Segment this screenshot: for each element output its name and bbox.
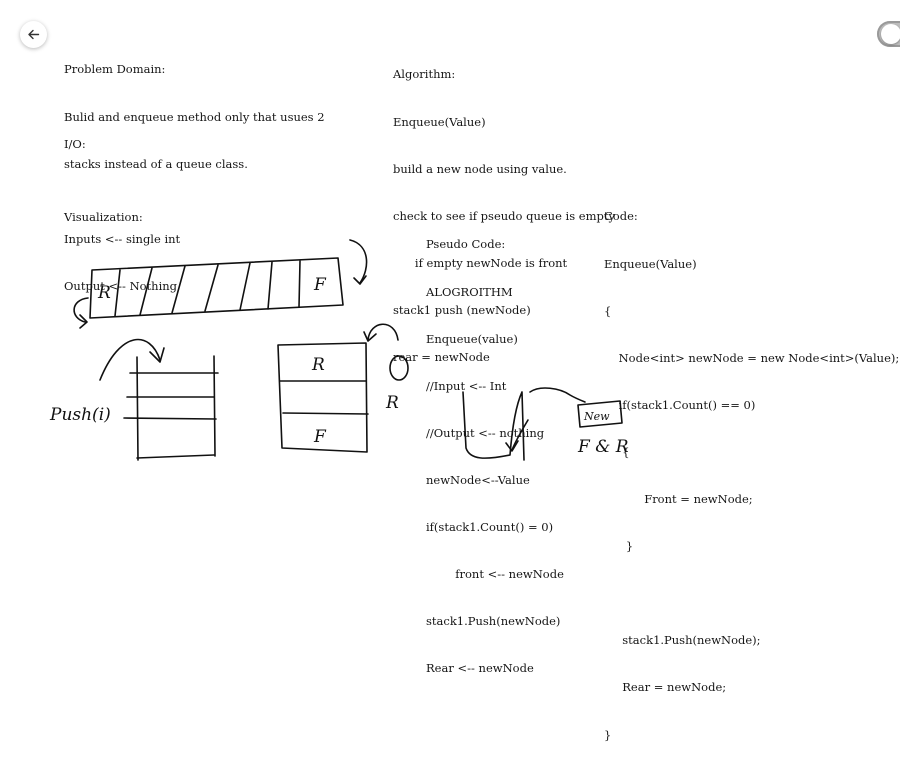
code-line: Node<int> newNode = new Node<int>(Value)…	[604, 350, 900, 365]
algorithm-block: Algorithm: Enqueue(Value) build a new no…	[393, 36, 615, 381]
pseudo-code-line: stack1.Push(newNode)	[426, 614, 561, 629]
toggle-switch[interactable]	[877, 21, 900, 47]
pseudo-code-line: Pseudo Code:	[426, 237, 506, 252]
pseudo-code-line: //Output <-- nothing	[426, 425, 545, 440]
code-line: if(stack1.Count() == 0)	[604, 397, 756, 412]
code-line	[604, 586, 899, 602]
code-line: {	[604, 444, 630, 459]
pseudo-code-line: front <-- newNode	[426, 567, 564, 582]
algorithm-line: Algorithm:	[393, 67, 456, 82]
algorithm-line: Enqueue(Value)	[393, 114, 486, 129]
arrow-left-icon	[28, 29, 40, 40]
queue-diagram: R F	[73, 239, 368, 329]
problem-domain-line: Bulid and enqueue method only that usues…	[64, 109, 325, 124]
code-line: Code:	[604, 209, 638, 224]
problem-domain-block: Problem Domain: Bulid and enqueue method…	[64, 31, 325, 188]
push-label: Push(i)	[49, 405, 111, 425]
stack-one-diagram: Push(i)	[49, 338, 219, 461]
pseudo-code-line: Enqueue(value)	[426, 331, 518, 346]
queue-front-label: R	[97, 283, 111, 303]
code-line: Front = newNode;	[604, 492, 753, 507]
code-line: Enqueue(Value)	[604, 256, 697, 271]
side-label: R	[385, 393, 399, 413]
pseudo-code-line: Rear <-- newNode	[426, 661, 534, 676]
io-output: Output <-- Nothing	[64, 278, 178, 293]
io-block: I/O: Inputs <-- single int Output <-- No…	[64, 106, 180, 310]
pseudo-code-line: newNode<--Value	[426, 472, 530, 487]
algorithm-line: build a new node using value.	[393, 161, 567, 176]
pseudo-code-line: if(stack1.Count() = 0)	[426, 520, 554, 535]
pseudo-code-line: ALOGROITHM	[426, 284, 513, 299]
code-line: }	[604, 539, 634, 554]
io-inputs: Inputs <-- single int	[64, 231, 181, 246]
code-line: Rear = newNode;	[604, 680, 727, 695]
algorithm-line: check to see if pseudo queue is empty	[393, 208, 615, 223]
node-label: New	[583, 410, 610, 423]
node-diagram: New F & R	[462, 387, 629, 461]
stack-bottom-label: F	[313, 427, 327, 447]
visualization-heading: Visualization:	[64, 210, 143, 224]
algorithm-line: stack1 push (newNode)	[393, 302, 531, 317]
algorithm-line: rear = newNode	[393, 350, 490, 365]
stack-top-label: R	[311, 355, 325, 375]
code-line: {	[604, 303, 612, 318]
problem-domain-line: stacks instead of a queue class.	[64, 156, 248, 171]
algorithm-line: if empty newNode is front	[393, 255, 568, 270]
front-rear-label: F & R	[577, 437, 629, 457]
code-line: }	[604, 727, 612, 742]
visualization-sketch: R F Push(i) R F R New	[49, 239, 629, 461]
pseudo-code-line: //Input <-- Int	[426, 378, 507, 393]
back-button[interactable]	[20, 21, 47, 48]
io-heading: I/O:	[64, 137, 86, 152]
stack-two-diagram: R F R	[277, 323, 409, 453]
problem-domain-heading: Problem Domain:	[64, 62, 166, 77]
queue-rear-label: F	[313, 275, 327, 295]
toggle-knob	[881, 24, 900, 44]
code-line: stack1.Push(newNode);	[604, 633, 761, 648]
